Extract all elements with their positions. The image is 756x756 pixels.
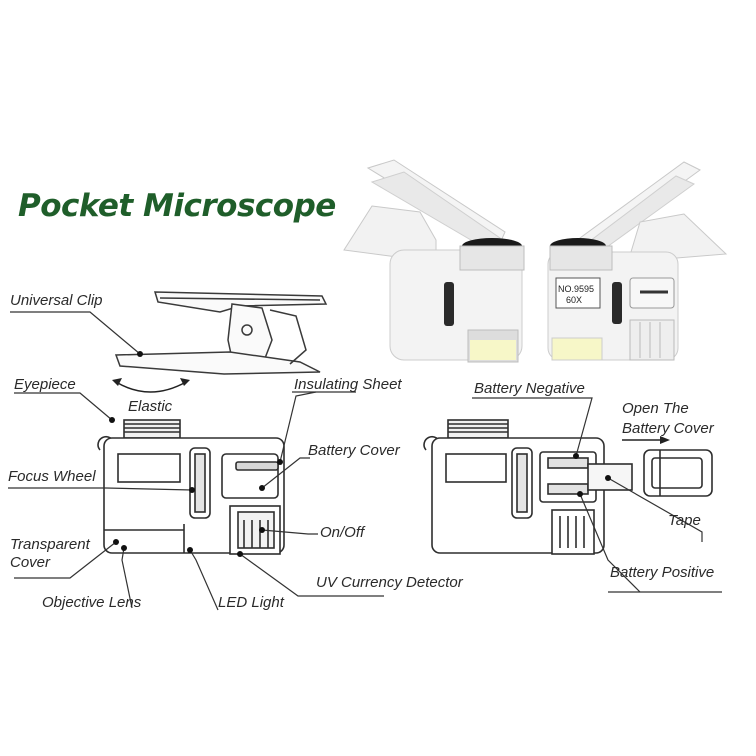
label-uv-currency-detector: UV Currency Detector (316, 574, 463, 592)
product-photo-right (548, 162, 726, 360)
label-eyepiece: Eyepiece (14, 376, 76, 394)
label-insulating-sheet: Insulating Sheet (294, 376, 402, 394)
label-transparent: Transparent (10, 536, 90, 554)
label-cover: Cover (10, 554, 50, 572)
microscope-body-left (98, 420, 284, 554)
product-photo-left (344, 160, 524, 362)
microscope-body-right (424, 420, 632, 554)
label-focus-wheel: Focus Wheel (8, 468, 96, 486)
label-universal-clip: Universal Clip (10, 292, 103, 310)
clip-drawing (116, 292, 326, 374)
label-on-off: On/Off (320, 524, 364, 542)
label-elastic: Elastic (128, 398, 172, 416)
label-battery-negative: Battery Negative (474, 380, 585, 398)
label-battery-cover: Battery Cover (308, 442, 400, 460)
battery-cover-detached (644, 450, 712, 496)
zoom-text: 60X (566, 295, 582, 305)
label-tape: Tape (668, 512, 701, 530)
label-open-the: Open The (622, 400, 689, 418)
label-battery-positive: Battery Positive (610, 564, 714, 582)
model-text: NO.9595 (558, 284, 594, 294)
label-objective-lens: Objective Lens (42, 594, 141, 612)
label-led-light: LED Light (218, 594, 284, 612)
elastic-arrow (116, 382, 186, 392)
label-battery-cover-right: Battery Cover (622, 420, 714, 438)
